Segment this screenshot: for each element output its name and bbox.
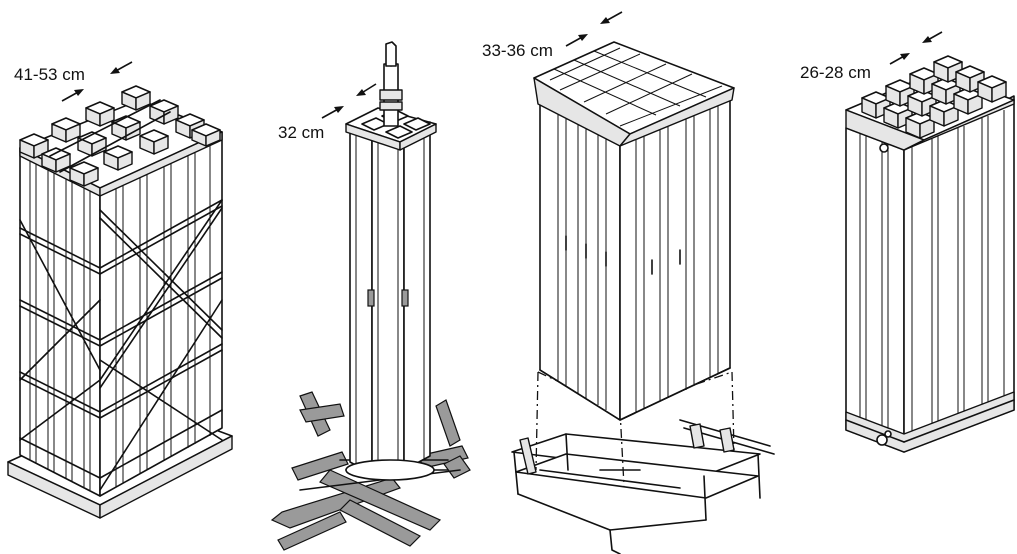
- assembly-4-dimension-label: 26-28 cm: [800, 63, 871, 82]
- assembly-1-dimension-label: 41-53 cm: [14, 65, 85, 84]
- assembly-2-dimension-label: 32 cm: [278, 123, 324, 142]
- assembly-3-dimension-label: 33-36 cm: [482, 41, 553, 60]
- assembly-2-column-drawing: [270, 41, 471, 551]
- assembly-1-dimension-arrows: [61, 61, 133, 102]
- assembly-4-dimension-arrows: [889, 31, 943, 65]
- assembly-2-dimension-arrows: [321, 83, 377, 119]
- assembly-4-bundle-drawing: [845, 55, 1015, 453]
- assembly-1-lattice-drawing: [7, 85, 233, 519]
- assembly-3-block-drawing: [511, 41, 775, 554]
- assembly-3-dimension-arrows: [565, 11, 623, 47]
